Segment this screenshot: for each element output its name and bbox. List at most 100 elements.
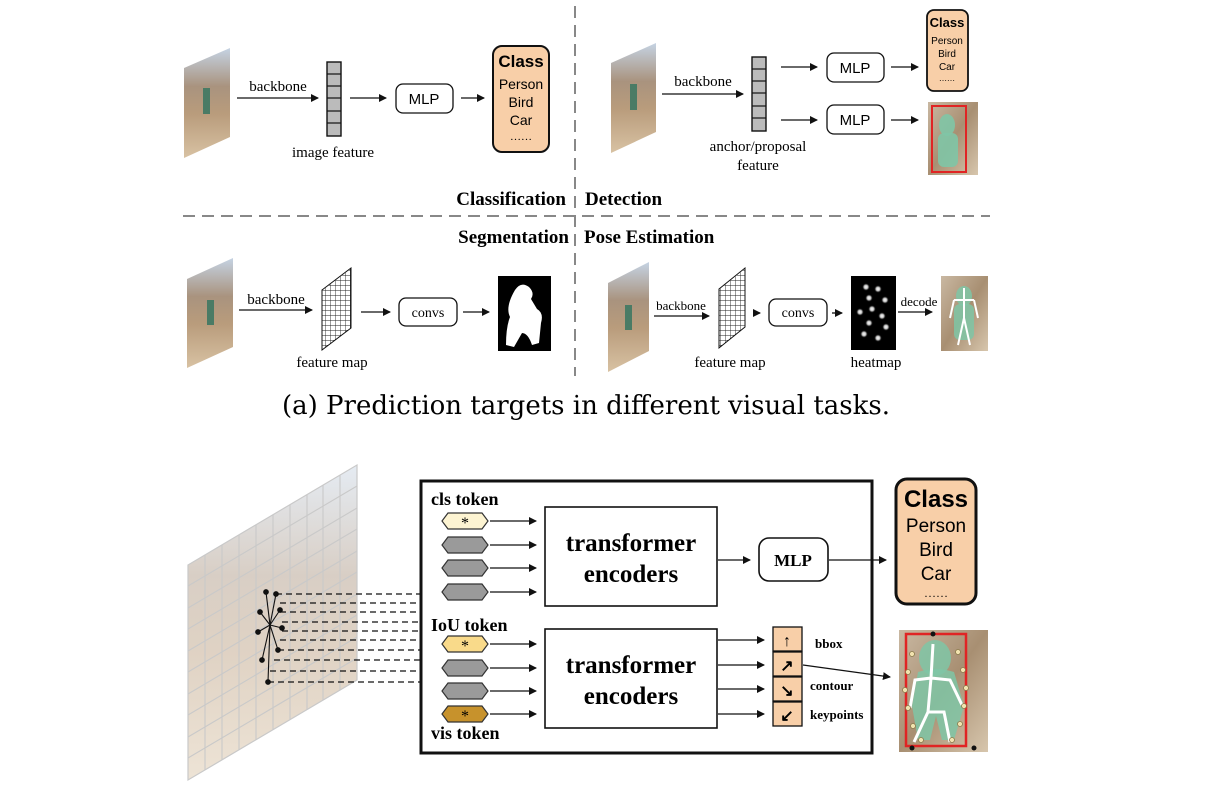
class-item-car: Car bbox=[510, 112, 533, 128]
feature-map-label: feature map bbox=[296, 355, 367, 371]
iou-token-star: * bbox=[461, 638, 469, 655]
person-figure bbox=[207, 300, 214, 325]
bbox-label: bbox bbox=[815, 636, 843, 651]
vis-token-star: * bbox=[461, 708, 469, 725]
segmentation-title: Segmentation bbox=[458, 227, 569, 248]
cls-token-star: * bbox=[461, 515, 469, 532]
image-feature-label: image feature bbox=[292, 145, 374, 161]
class-ellipsis: …… bbox=[924, 586, 948, 600]
pose-output-image bbox=[941, 276, 988, 351]
bounding-box bbox=[931, 105, 967, 173]
bottom-output-image bbox=[899, 630, 988, 752]
class-item-person: Person bbox=[931, 36, 963, 47]
convs-box bbox=[768, 298, 828, 327]
class-item-person: Person bbox=[906, 516, 966, 537]
person-figure bbox=[630, 84, 637, 110]
convs-label: convs bbox=[412, 306, 445, 321]
heatmap-image bbox=[851, 276, 896, 350]
classification-panel: backbone image feature MLP Class Person … bbox=[184, 45, 566, 210]
patch-grid-image bbox=[187, 463, 358, 782]
cls-token-label: cls token bbox=[431, 489, 499, 509]
class-title: Class bbox=[498, 52, 543, 71]
class-item-car: Car bbox=[921, 564, 952, 585]
detection-title: Detection bbox=[585, 189, 662, 210]
arrow-to-output-image bbox=[802, 664, 891, 681]
arrow-down-right-icon: ↘ bbox=[780, 683, 793, 700]
class-box: Class Person Bird Car …… bbox=[492, 45, 550, 153]
projection-lines bbox=[268, 593, 420, 683]
class-ellipsis: …… bbox=[939, 74, 955, 83]
class-box: Class Person Bird Car …… bbox=[894, 477, 978, 606]
patch-token bbox=[441, 659, 489, 677]
output-cells: ↑ ↗ ↘ ↙ bbox=[772, 626, 803, 727]
feature-vector bbox=[751, 56, 767, 132]
class-item-bird: Bird bbox=[938, 49, 956, 60]
class-item-bird: Bird bbox=[509, 94, 534, 110]
pose-panel: Pose Estimation backbone feature map con… bbox=[584, 227, 988, 372]
iou-token: * bbox=[441, 635, 489, 655]
segmentation-panel: Segmentation backbone feature map convs bbox=[187, 227, 569, 371]
mlp-label-2: MLP bbox=[840, 112, 871, 129]
detection-panel: backbone anchor/proposal feature MLP MLP… bbox=[585, 9, 978, 210]
vis-token: * bbox=[441, 705, 489, 725]
classification-title: Classification bbox=[456, 189, 566, 210]
encoder-2-line1: transformer bbox=[566, 652, 697, 679]
detection-output-image bbox=[928, 102, 978, 175]
feature-map-grid bbox=[321, 266, 352, 352]
model-frame bbox=[419, 479, 874, 755]
class-item-person: Person bbox=[499, 76, 543, 92]
class-ellipsis: …… bbox=[510, 131, 532, 143]
caption: (a) Prediction targets in different visu… bbox=[282, 391, 890, 421]
backbone-label: backbone bbox=[656, 298, 706, 313]
feature-map-label: feature map bbox=[694, 355, 765, 371]
keypoints-label: keypoints bbox=[810, 707, 863, 722]
feature-label-line1: anchor/proposal bbox=[710, 139, 807, 155]
pose-title: Pose Estimation bbox=[584, 227, 715, 248]
contour-label: contour bbox=[810, 678, 854, 693]
mlp-box bbox=[395, 83, 454, 114]
mlp-box bbox=[758, 537, 829, 582]
convs-box bbox=[398, 297, 458, 327]
class-item-bird: Bird bbox=[919, 540, 953, 561]
mlp-box-1 bbox=[826, 52, 885, 83]
heatmap-label: heatmap bbox=[851, 355, 902, 371]
class-item-car: Car bbox=[939, 62, 956, 73]
arrow-up-right-icon: ↗ bbox=[780, 658, 793, 675]
mlp-label: MLP bbox=[409, 91, 440, 108]
patch-token bbox=[441, 682, 489, 700]
token-arrows-2 bbox=[490, 640, 537, 718]
sampled-points bbox=[255, 589, 285, 685]
mlp-label: MLP bbox=[774, 551, 812, 570]
iou-token-label: IoU token bbox=[431, 615, 508, 635]
backbone-label: backbone bbox=[249, 79, 307, 95]
backbone-label: backbone bbox=[674, 74, 732, 90]
encoder-2-line2: encoders bbox=[584, 683, 679, 710]
class-title: Class bbox=[904, 486, 968, 513]
feature-label-line2: feature bbox=[737, 158, 779, 174]
encoder-1-line1: transformer bbox=[566, 530, 697, 557]
feature-map-grid bbox=[718, 266, 746, 350]
cls-token: * bbox=[441, 512, 489, 532]
patch-token bbox=[441, 559, 489, 577]
mlp-box-2 bbox=[826, 104, 885, 135]
class-box: Class Person Bird Car …… bbox=[926, 9, 969, 92]
arrow-up-icon: ↑ bbox=[783, 633, 791, 650]
decode-label: decode bbox=[901, 294, 938, 309]
token-arrows-1 bbox=[490, 517, 537, 596]
backbone-label: backbone bbox=[247, 292, 305, 308]
vis-token-label: vis token bbox=[431, 723, 500, 743]
patch-token bbox=[441, 536, 489, 554]
transformer-encoder-1 bbox=[544, 506, 718, 607]
feature-vector bbox=[326, 61, 342, 137]
patch-token bbox=[441, 583, 489, 601]
class-title: Class bbox=[930, 15, 965, 30]
arrow-down-left-icon: ↙ bbox=[780, 708, 793, 725]
segmentation-mask bbox=[498, 276, 551, 351]
transformer-encoder-2 bbox=[544, 628, 718, 729]
encoder-1-line2: encoders bbox=[584, 561, 679, 588]
mlp-label-1: MLP bbox=[840, 60, 871, 77]
person-figure bbox=[203, 88, 210, 114]
convs-label: convs bbox=[782, 306, 815, 321]
person-figure bbox=[625, 305, 632, 330]
encoder-2-output-arrows bbox=[718, 636, 765, 718]
